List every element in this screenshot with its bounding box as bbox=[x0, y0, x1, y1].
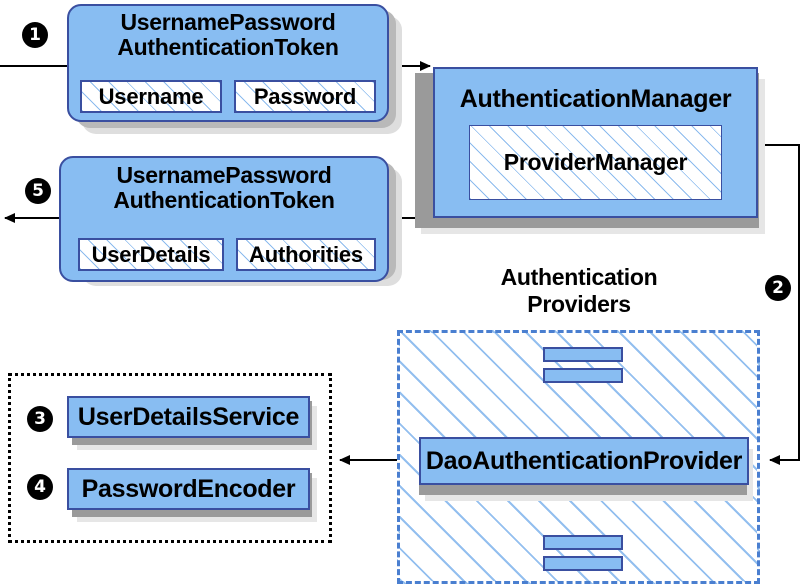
step-badge-3: 3 bbox=[27, 406, 53, 432]
authentication-providers-title-line2: Providers bbox=[527, 291, 631, 317]
request-token-title: UsernamePassword AuthenticationToken bbox=[67, 10, 389, 60]
authentication-providers-title: Authentication Providers bbox=[466, 264, 692, 318]
dependencies-container bbox=[8, 373, 332, 543]
other-provider-top-2[interactable] bbox=[543, 368, 623, 383]
user-details-service-box[interactable]: UserDetailsService bbox=[67, 396, 310, 438]
response-token-title-line1: UsernamePassword bbox=[116, 162, 332, 188]
authentication-manager-label: AuthenticationManager bbox=[459, 85, 732, 113]
provider-manager-label: ProviderManager bbox=[503, 149, 688, 175]
other-provider-bottom-2[interactable] bbox=[543, 556, 623, 571]
other-provider-bottom-1[interactable] bbox=[543, 535, 623, 550]
dao-authentication-provider-label: DaoAuthenticationProvider bbox=[425, 446, 743, 475]
user-details-service-label: UserDetailsService bbox=[77, 402, 300, 431]
password-encoder-label: PasswordEncoder bbox=[81, 474, 296, 503]
step-badge-4: 4 bbox=[27, 474, 53, 500]
password-encoder-box[interactable]: PasswordEncoder bbox=[67, 468, 310, 510]
field-authorities[interactable]: Authorities bbox=[236, 238, 376, 271]
request-token-title-line1: UsernamePassword bbox=[120, 9, 336, 35]
response-token-title-line2: AuthenticationToken bbox=[113, 187, 335, 213]
field-password[interactable]: Password bbox=[234, 80, 376, 113]
request-token-title-line2: AuthenticationToken bbox=[117, 34, 339, 60]
other-provider-top-1[interactable] bbox=[543, 347, 623, 362]
field-username[interactable]: Username bbox=[80, 80, 222, 113]
step-badge-1: 1 bbox=[22, 22, 48, 48]
step-badge-2: 2 bbox=[765, 275, 791, 301]
provider-manager-box[interactable]: ProviderManager bbox=[469, 125, 722, 200]
field-user-details[interactable]: UserDetails bbox=[78, 238, 224, 271]
dao-authentication-provider-box[interactable]: DaoAuthenticationProvider bbox=[419, 437, 749, 485]
step-badge-5: 5 bbox=[25, 178, 51, 204]
response-token-title: UsernamePassword AuthenticationToken bbox=[59, 163, 389, 213]
authentication-providers-title-line1: Authentication bbox=[500, 264, 658, 290]
